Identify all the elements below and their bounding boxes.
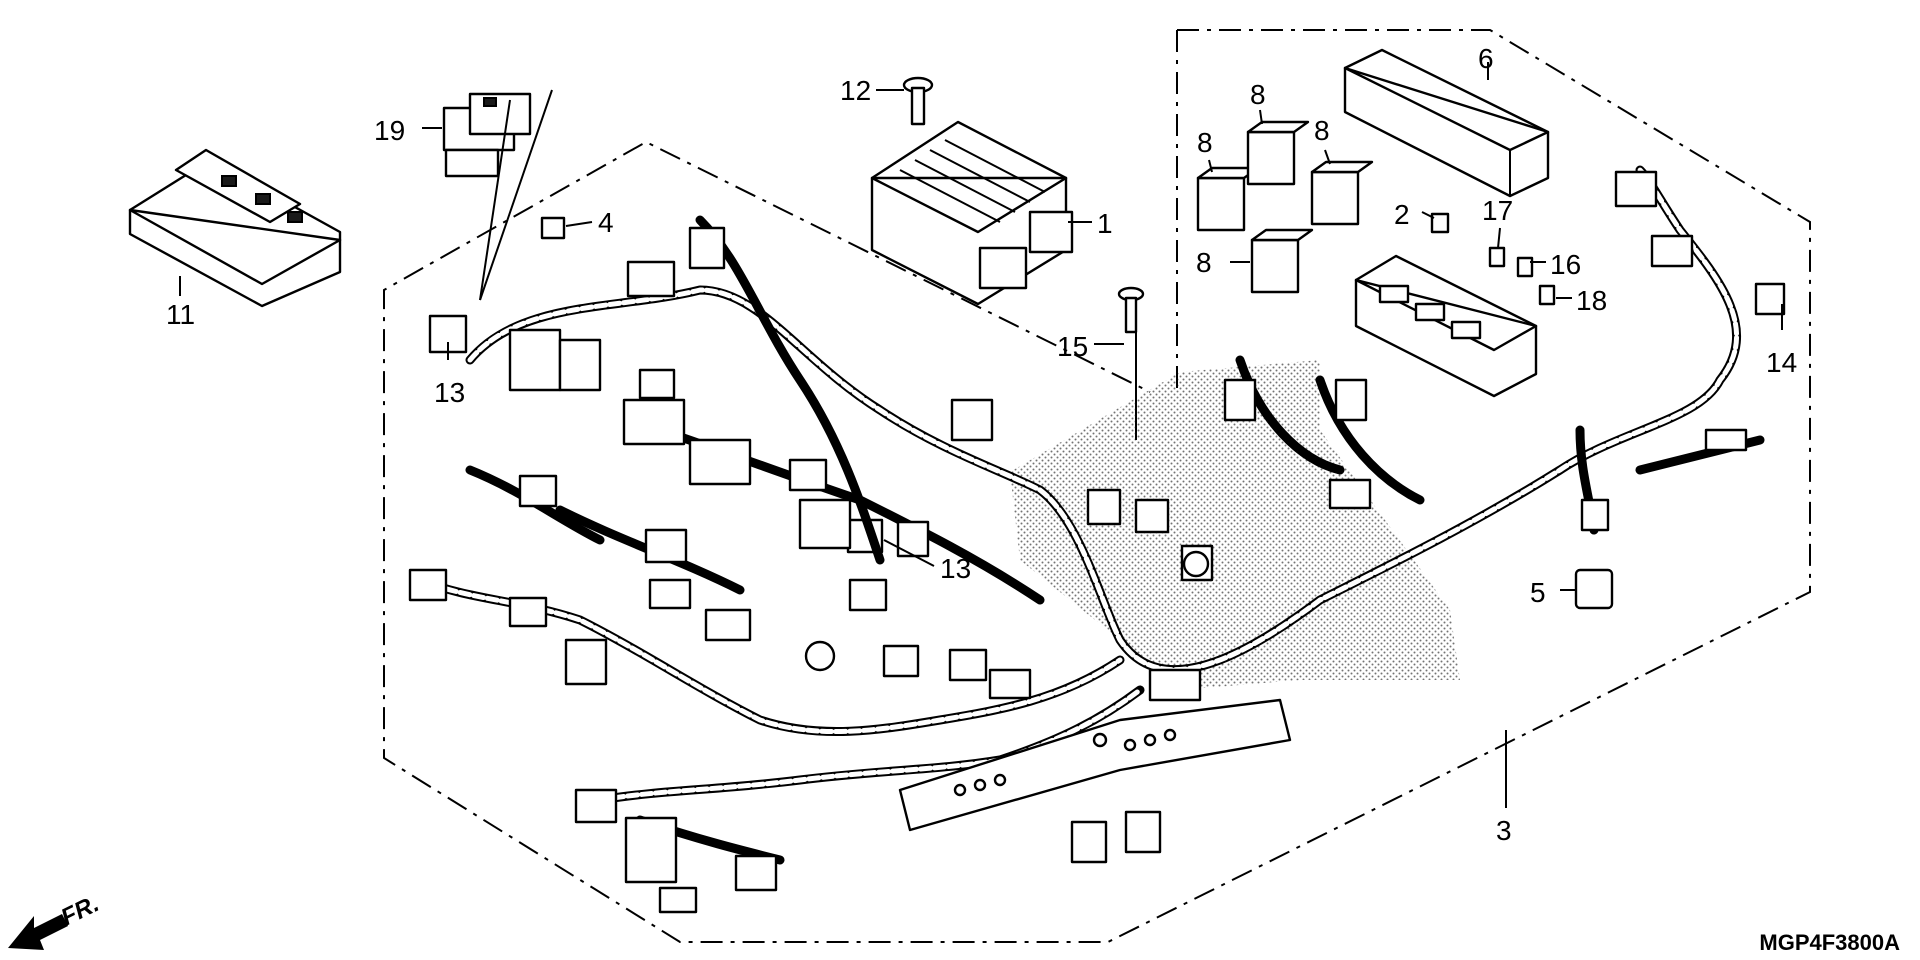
callout-4: 4: [598, 207, 614, 238]
harness-trunk: [898, 698, 1292, 832]
callout-14: 14: [1766, 347, 1797, 378]
relay-part-a: [1196, 166, 1260, 232]
fuse-part-17: [1488, 246, 1506, 268]
relay-connector-part: [442, 92, 532, 178]
callout-12: 12: [840, 75, 871, 106]
regulator-rectifier-part: [870, 120, 1074, 306]
control-unit-part: [128, 148, 342, 308]
callout-labels: 1 2 3 4 5 6 8 8 8 8 11 12 13 13 14 15 16…: [166, 43, 1797, 846]
callout-18: 18: [1576, 285, 1607, 316]
fuse-part-18: [1538, 284, 1556, 306]
bolt-part-15: [1117, 286, 1145, 334]
callout-13b: 13: [940, 553, 971, 584]
callout-3: 3: [1496, 815, 1512, 846]
leader-lines: [179, 62, 1783, 808]
connector-part-4: [540, 216, 566, 240]
callout-11: 11: [166, 299, 195, 330]
callout-17: 17: [1482, 195, 1513, 226]
callout-1: 1: [1097, 208, 1113, 239]
fr-arrow-icon: [8, 914, 68, 950]
callout-19: 19: [374, 115, 405, 146]
callout-5: 5: [1530, 577, 1546, 608]
relay-part-d: [1250, 228, 1314, 294]
harness-connectors: [408, 170, 1748, 914]
fuse-box-cover-part: [1343, 48, 1550, 198]
callout-16: 16: [1550, 249, 1581, 280]
callout-8a: 8: [1250, 79, 1266, 110]
callout-6: 6: [1478, 43, 1494, 74]
assembly-boundary: [383, 29, 1811, 943]
fuse-box-base-part: [1354, 254, 1538, 398]
callout-8d: 8: [1196, 247, 1212, 278]
callout-2: 2: [1394, 199, 1410, 230]
callout-8c: 8: [1314, 115, 1330, 146]
callout-13a: 13: [434, 377, 465, 408]
diagram-code: MGP4F3800A: [1759, 930, 1900, 955]
fuse-part-16: [1516, 256, 1534, 278]
stippled-shade: [1010, 360, 1460, 690]
connector-part-5: [1574, 568, 1614, 610]
callout-8b: 8: [1197, 127, 1213, 158]
callout-15: 15: [1057, 331, 1088, 362]
fuse-part-2: [1430, 212, 1450, 234]
relay-part-b: [1246, 120, 1310, 186]
relay-part-c: [1310, 160, 1374, 226]
bolt-part: [902, 76, 934, 126]
connector-part-14: [1754, 282, 1786, 316]
front-direction-arrow: FR.: [8, 890, 103, 950]
